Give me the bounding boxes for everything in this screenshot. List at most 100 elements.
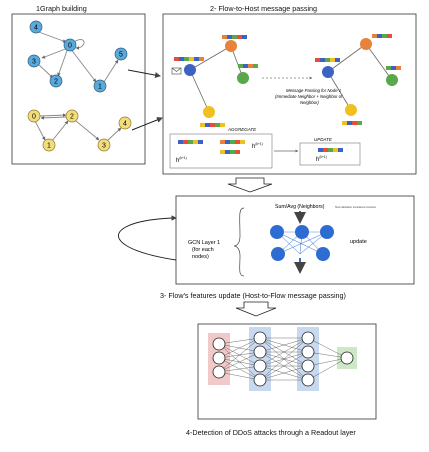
blue-node: 1 xyxy=(93,79,107,93)
readout-node xyxy=(253,359,267,373)
readout-node xyxy=(301,373,315,387)
readout-node xyxy=(212,365,226,379)
caption-detection: 4-Detection of DDoS attacks through a Re… xyxy=(186,428,356,437)
blue-node: 0 xyxy=(63,38,77,52)
svg-text:0: 0 xyxy=(68,43,72,50)
readout-edge xyxy=(259,337,309,367)
h-label: h(k+1) xyxy=(176,156,187,164)
update-vector xyxy=(318,148,343,152)
blue-node: 3 xyxy=(27,54,41,68)
readout-node xyxy=(212,337,226,351)
yellow-node xyxy=(203,106,215,118)
blue-node: 2 xyxy=(49,74,63,88)
caption-features-update: 3- Flow's features update (Host-to-Flow … xyxy=(160,291,346,300)
readout-node xyxy=(253,373,267,387)
svg-text:2: 2 xyxy=(54,79,58,86)
right-mini-graph-nodes xyxy=(322,38,398,116)
readout-edge xyxy=(218,371,261,381)
update-box xyxy=(299,142,361,166)
readout-node xyxy=(212,351,226,365)
yellow-node: 1 xyxy=(42,138,56,152)
readout-edge xyxy=(218,365,261,373)
readout-edge xyxy=(259,365,309,381)
gcn-node xyxy=(295,225,309,239)
svg-text:3: 3 xyxy=(102,143,106,150)
arrow-to-message-passing xyxy=(127,69,161,79)
readout-edge xyxy=(218,351,261,373)
feature-vectors-left xyxy=(174,35,258,127)
orange-node xyxy=(225,40,237,52)
message-passing-note-line1: Message Passing for Node 1 xyxy=(286,88,342,93)
readout-edge xyxy=(307,357,348,367)
yellow-node xyxy=(345,104,357,116)
blue-graph-edges xyxy=(35,30,119,83)
gcn-layer-label-2: (for each xyxy=(192,247,214,253)
blue-graph-nodes: 4 0 3 2 5 1 xyxy=(27,20,128,93)
normalization-label: Normalization invariance function xyxy=(335,205,377,209)
yellow-graph-edges xyxy=(34,113,122,142)
readout-node xyxy=(301,359,315,373)
dark-blue-node xyxy=(322,66,334,78)
gcn-layer-label-3: nodes) xyxy=(192,254,209,260)
readout-edge xyxy=(259,337,309,381)
gcn-node xyxy=(270,225,284,239)
readout-node xyxy=(253,345,267,359)
blue-node: 4 xyxy=(29,20,43,34)
sum-avg-label: Sum/Avg (Neighbors) xyxy=(275,204,325,210)
svg-text:4: 4 xyxy=(123,121,127,128)
readout-edge xyxy=(218,337,261,373)
graph-building-panel xyxy=(11,13,146,165)
feature-vectors-right xyxy=(315,34,401,125)
readout-node xyxy=(301,331,315,345)
readout-edge xyxy=(218,337,261,359)
yellow-node: 2 xyxy=(65,109,79,123)
envelope-icon xyxy=(171,67,182,75)
gcn-node xyxy=(316,247,330,261)
update-label: UPDATE xyxy=(314,137,333,142)
readout-node xyxy=(301,345,315,359)
readout-edge xyxy=(307,337,348,359)
gcn-update-label: update xyxy=(350,239,367,245)
readout-nodes xyxy=(212,331,354,387)
green-node xyxy=(386,74,398,86)
readout-edge xyxy=(307,351,348,359)
readout-edges xyxy=(218,337,348,381)
aggregate-box xyxy=(169,133,273,169)
readout-edge xyxy=(218,337,261,345)
right-mini-graph-edges xyxy=(327,43,393,111)
readout-node xyxy=(340,351,354,365)
readout-edge xyxy=(307,357,348,381)
gcn-node xyxy=(320,225,334,239)
dark-blue-node xyxy=(184,64,196,76)
svg-text:0: 0 xyxy=(32,114,36,121)
blue-node: 5 xyxy=(114,47,128,61)
message-passing-note-line2: (Immediate Neighbor + Neighbor of xyxy=(275,94,343,99)
aggregate-label: AGGREGATE xyxy=(227,127,257,132)
gcn-nodes xyxy=(270,225,334,261)
yellow-node: 4 xyxy=(118,116,132,130)
down-arrow xyxy=(235,301,277,317)
left-mini-graph-nodes xyxy=(184,40,249,118)
message-passing-note-line3: Neighbor) xyxy=(300,100,319,105)
caption-flow-to-host: 2- Flow-to-Host message passing xyxy=(210,4,318,13)
orange-node xyxy=(360,38,372,50)
layer-brace xyxy=(233,207,245,277)
svg-text:3: 3 xyxy=(32,59,36,66)
caption-graph-building: 1Graph building xyxy=(36,4,87,13)
yellow-node: 3 xyxy=(97,138,111,152)
svg-text:1: 1 xyxy=(98,84,102,91)
yellow-graph-nodes: 0 2 4 1 3 xyxy=(27,109,132,152)
svg-text:2: 2 xyxy=(70,114,74,121)
readout-edge xyxy=(259,337,309,353)
h-label: h(k+1) xyxy=(316,155,327,163)
loop-arrow xyxy=(118,215,177,261)
gcn-layer-label-1: GCN Layer 1 xyxy=(188,240,220,246)
svg-text:1: 1 xyxy=(47,143,51,150)
down-arrow xyxy=(227,177,273,193)
gcn-node xyxy=(271,247,285,261)
svg-text:4: 4 xyxy=(34,25,38,32)
readout-edge xyxy=(259,351,309,381)
green-node xyxy=(237,72,249,84)
readout-node xyxy=(253,331,267,345)
